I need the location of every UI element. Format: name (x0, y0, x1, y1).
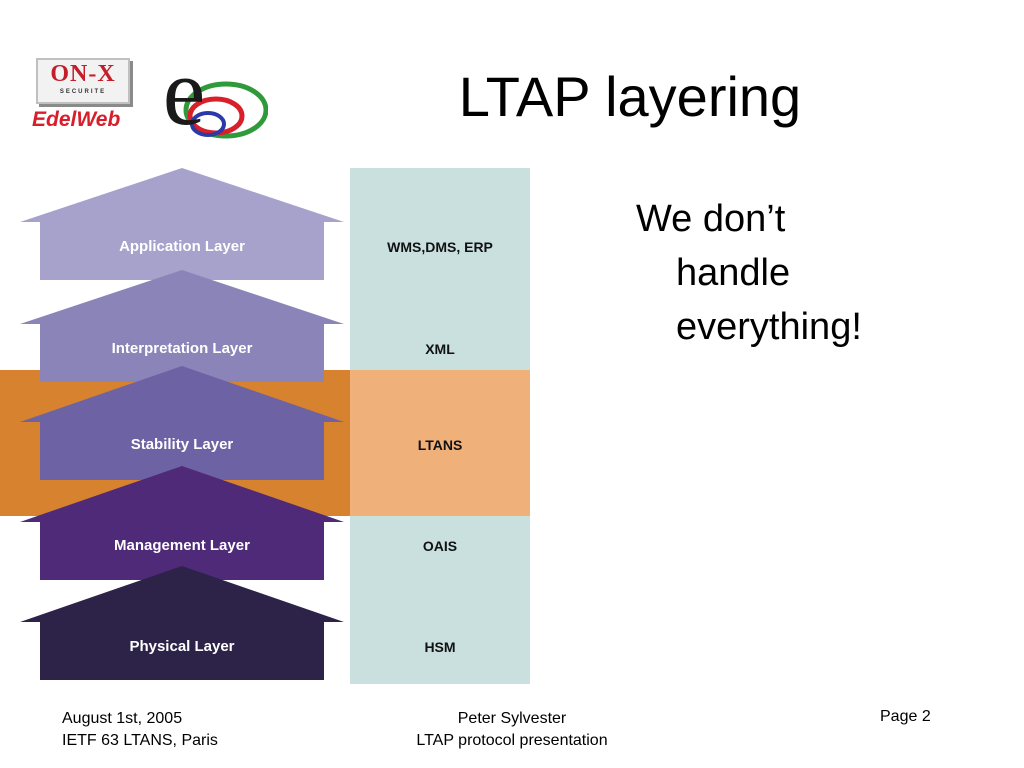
e-logo-letter: e (163, 44, 206, 144)
stability-layer-example: LTANS (417, 437, 463, 453)
management-layer-example: OAIS (422, 538, 458, 554)
interpretation-layer-arrow (20, 270, 344, 382)
stability-highlight-cell (350, 370, 530, 516)
application-layer-label: Application Layer (119, 238, 245, 255)
edelweb-logo: ON-X SECURITE EdelWeb e (28, 44, 268, 144)
stability-layer-label: Stability Layer (130, 436, 234, 453)
physical-layer-label: Physical Layer (129, 638, 235, 655)
onx-logo-text: ON-X (50, 61, 116, 87)
side-statement: We don’t handle everything! (636, 192, 976, 354)
e-logo-blue-ring (190, 111, 226, 137)
application-layer-arrow (20, 168, 344, 280)
statement-line-3: everything! (676, 306, 862, 348)
management-layer-arrow (20, 466, 344, 580)
footer-talk: LTAP protocol presentation (416, 732, 608, 749)
onx-logo-box: ON-X SECURITE (36, 58, 130, 104)
physical-layer-arrow (20, 566, 344, 680)
footer-date: August 1st, 2005 (62, 710, 183, 727)
e-logo-green-ring (183, 81, 268, 139)
footer-author: Peter Sylvester (457, 710, 567, 727)
footer-center: Peter Sylvester LTAP protocol presentati… (372, 708, 652, 752)
management-layer-label: Management Layer (114, 537, 250, 554)
interpretation-layer-label: Interpretation Layer (111, 340, 253, 357)
application-layer-example: WMS,DMS, ERP (387, 239, 493, 255)
slide-title: LTAP layering (458, 65, 802, 128)
edelweb-wordmark: EdelWeb (32, 108, 121, 131)
footer-left: August 1st, 2005 IETF 63 LTANS, Paris (62, 708, 322, 752)
interpretation-layer-example: XML (425, 341, 455, 357)
footer-page-number: Page 2 (880, 708, 931, 725)
stability-layer-arrow (20, 366, 344, 480)
statement-line-2: handle (676, 252, 791, 294)
layer-diagram-graphic (0, 168, 530, 684)
e-logo-mark: e (163, 44, 268, 144)
statement-line-1: We don’t (636, 198, 786, 240)
layer-diagram: Application Layer Interpretation Layer S… (0, 160, 540, 690)
footer-event: IETF 63 LTANS, Paris (62, 732, 218, 749)
physical-layer-example: HSM (424, 639, 456, 655)
onx-logo-subtext: SECURITE (59, 89, 107, 95)
